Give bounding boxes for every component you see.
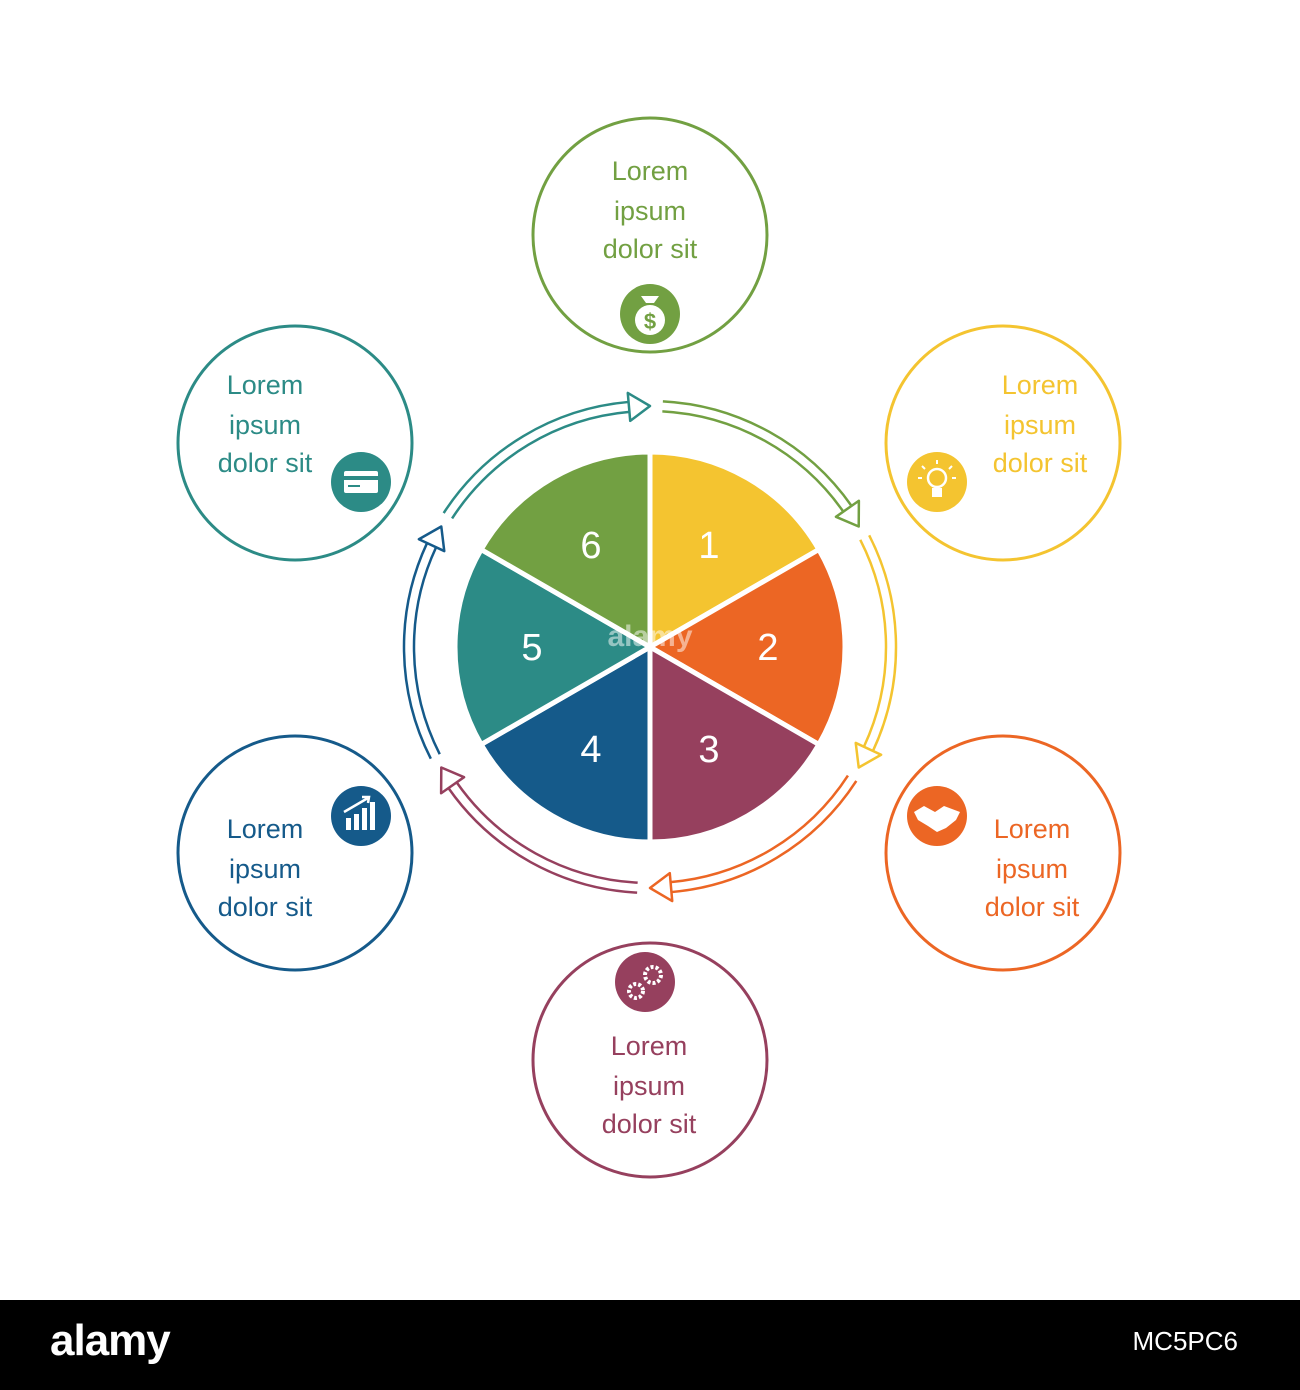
item-text-line: ipsum xyxy=(996,854,1068,884)
item-text-line: ipsum xyxy=(1004,410,1076,440)
item-text-line: Lorem xyxy=(611,1031,688,1061)
item-circle-5: Lorem ipsum dolor sit xyxy=(176,734,414,972)
segment-number: 4 xyxy=(580,729,601,771)
segment-number: 2 xyxy=(757,627,778,669)
arrow-segment xyxy=(854,534,898,769)
image-id: MC5PC6 xyxy=(1132,1326,1238,1356)
item-circle-3: Lorem ipsum dolor sit xyxy=(884,734,1122,972)
pie-segment-3 xyxy=(647,642,823,845)
item-text-line: Lorem xyxy=(1002,370,1079,400)
item-text-line: ipsum xyxy=(613,1071,685,1101)
item-circle-4: Lorem ipsum dolor sit xyxy=(531,941,769,1179)
segment-number: 3 xyxy=(698,729,719,771)
handshake-icon xyxy=(907,786,967,846)
pie-segment-6 xyxy=(477,449,653,652)
pie-segment-2 xyxy=(644,546,848,748)
pie-segment-4 xyxy=(477,642,653,845)
item-text-line: dolor sit xyxy=(602,1109,697,1139)
segment-number: 1 xyxy=(698,525,719,567)
footer-logo: alamy xyxy=(50,1316,171,1365)
item-text-line: ipsum xyxy=(614,196,686,226)
item-circle-2: Lorem ipsum dolor sit xyxy=(884,324,1122,562)
item-text-line: dolor sit xyxy=(218,448,313,478)
svg-text:$: $ xyxy=(644,309,656,334)
item-text-line: Lorem xyxy=(227,814,304,844)
segment-number: 6 xyxy=(580,525,601,567)
credit-card-icon xyxy=(331,452,391,512)
item-text-line: Lorem xyxy=(612,156,689,186)
pie-segment-1 xyxy=(647,449,823,652)
arrow-segment xyxy=(402,525,446,760)
pie-segment-5 xyxy=(452,546,656,748)
item-circle-6: Lorem ipsum dolor sit xyxy=(176,324,414,562)
item-text-line: Lorem xyxy=(994,814,1071,844)
arrow-segment xyxy=(442,391,652,520)
arrow-segment xyxy=(648,774,858,903)
watermark: alamy xyxy=(607,620,693,653)
arrow-segment xyxy=(439,766,638,894)
arrow-ring xyxy=(402,391,898,903)
item-text-line: ipsum xyxy=(229,410,301,440)
footer-bar: alamy MC5PC6 xyxy=(0,1300,1300,1390)
cycle-diagram: 1 2 3 4 5 6 Lorem ipsum dolor sit $ Lorem ips… xyxy=(176,116,1122,1179)
gears-icon xyxy=(615,952,675,1012)
pie-chart: 1 2 3 4 5 6 xyxy=(452,449,848,845)
segment-number: 5 xyxy=(521,627,542,669)
light-bulb-icon xyxy=(907,452,967,512)
item-text-line: dolor sit xyxy=(985,892,1080,922)
item-circle-1: Lorem ipsum dolor sit $ xyxy=(531,116,769,354)
growth-chart-icon xyxy=(331,786,391,846)
arrow-segment xyxy=(662,400,861,528)
item-text-line: dolor sit xyxy=(218,892,313,922)
item-text-line: ipsum xyxy=(229,854,301,884)
money-bag-icon: $ xyxy=(620,284,680,344)
item-text-line: dolor sit xyxy=(993,448,1088,478)
item-text-line: dolor sit xyxy=(603,234,698,264)
item-text-line: Lorem xyxy=(227,370,304,400)
